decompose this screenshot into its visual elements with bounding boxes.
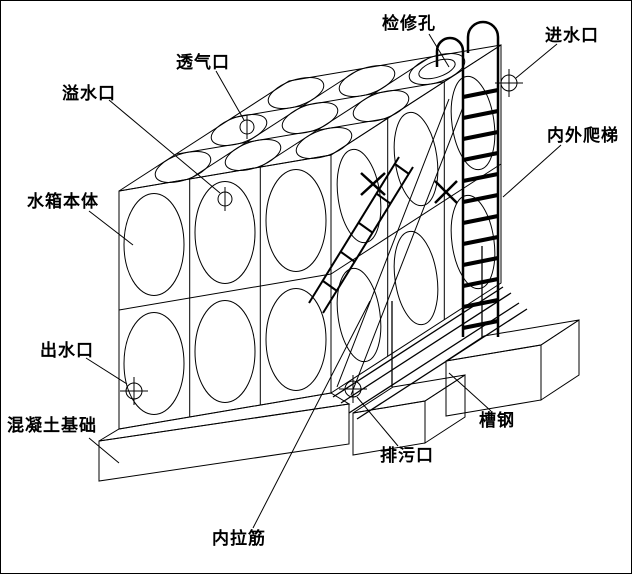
ladder-rail-right [466,20,500,337]
label-foundation: 混凝土基础 [7,416,97,436]
label-inlet: 进水口 [545,26,599,46]
outlet-symbol [120,377,148,405]
leader-outlet [85,357,128,385]
label-outlet: 出水口 [40,341,94,361]
leader-foundation [88,437,120,464]
leader-drain [356,396,399,447]
overflow-symbol [217,187,233,211]
label-manhole: 检修孔 [382,14,436,34]
label-overflow: 溢水口 [62,84,116,104]
leader-inlet [515,43,558,79]
foundation-blocks [98,319,580,482]
label-tie-rod: 内拉筋 [212,529,266,549]
leader-overflow [108,99,221,194]
external-ladder [435,20,500,337]
ladder-rungs [462,88,499,330]
brace-cross-marks [360,172,458,204]
leader-tank-body [88,210,134,246]
label-tank-body: 水箱本体 [27,192,99,212]
inlet-symbol [495,69,523,97]
tie-rods [336,98,464,396]
leader-lines [85,33,562,529]
leader-tie-rod [252,300,371,529]
label-channel-steel: 槽钢 [479,411,515,431]
leader-manhole [428,33,450,68]
leader-vent [215,70,245,121]
vent-symbol [239,115,255,139]
leader-channel-steel [448,372,492,412]
leader-ladder [502,144,562,198]
internal-ladder [308,156,458,314]
label-ladder: 内外爬梯 [547,126,619,146]
label-vent: 透气口 [176,53,230,73]
label-drain: 排污口 [380,446,434,466]
drain-symbol [339,375,367,403]
manhole-lid [418,58,456,80]
tank-front-face [118,154,332,430]
